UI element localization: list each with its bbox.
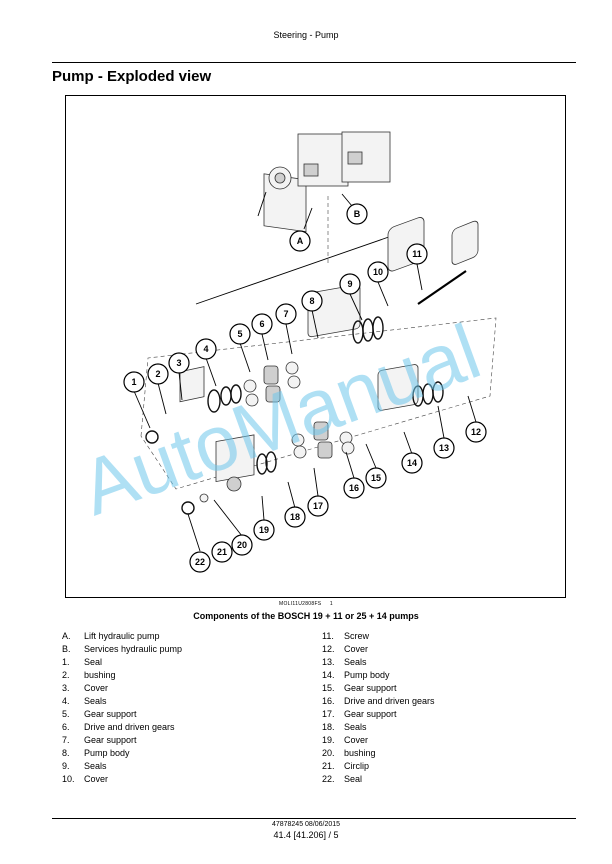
callout-22: 22 <box>189 551 211 573</box>
legend-item: 19.Cover <box>322 735 369 745</box>
legend-item: 5.Gear support <box>62 709 137 719</box>
legend-item: 21.Circlip <box>322 761 370 771</box>
legend-item: 11.Screw <box>322 631 370 641</box>
callout-6: 6 <box>251 313 273 335</box>
watermark-text: AutoManual <box>70 307 491 532</box>
callout-10: 10 <box>367 261 389 283</box>
footer-rule <box>52 818 576 819</box>
svg-text:11: 11 <box>412 249 422 259</box>
svg-text:7: 7 <box>283 309 288 319</box>
legend-item: 22.Seal <box>322 774 363 784</box>
callout-19: 19 <box>253 519 275 541</box>
callout-3: 3 <box>168 352 190 374</box>
callout-9: 9 <box>339 273 361 295</box>
figure-reference: MOLI11U2808FS 1 <box>0 601 612 607</box>
callout-20: 20 <box>231 534 253 556</box>
page-title: Pump - Exploded view <box>52 68 212 85</box>
svg-text:5: 5 <box>237 329 242 339</box>
callout-13: 13 <box>433 437 455 459</box>
legend-item: 2.bushing <box>62 670 116 680</box>
svg-text:13: 13 <box>439 443 449 453</box>
callout-8: 8 <box>301 290 323 312</box>
callout-15: 15 <box>365 467 387 489</box>
svg-text:21: 21 <box>217 547 227 557</box>
legend-item: B.Services hydraulic pump <box>62 644 183 654</box>
callout-7: 7 <box>275 303 297 325</box>
legend-item: 9.Seals <box>62 761 107 771</box>
svg-text:1: 1 <box>131 377 136 387</box>
svg-text:4: 4 <box>203 344 208 354</box>
legend-item: 4.Seals <box>62 696 107 706</box>
callout-14: 14 <box>401 452 423 474</box>
legend-item: 6.Drive and driven gears <box>62 722 175 732</box>
svg-text:9: 9 <box>347 279 352 289</box>
callout-11: 11 <box>406 243 428 265</box>
svg-text:18: 18 <box>290 512 300 522</box>
svg-text:15: 15 <box>371 473 381 483</box>
figure-ref-code: MOLI11U2808FS <box>279 601 322 607</box>
svg-text:16: 16 <box>349 483 359 493</box>
legend-item: 10.Cover <box>62 774 109 784</box>
svg-text:22: 22 <box>195 557 205 567</box>
footer-document-ref: 47878245 08/06/2015 <box>271 821 341 828</box>
svg-text:8: 8 <box>309 296 314 306</box>
svg-text:3: 3 <box>176 358 181 368</box>
callout-17: 17 <box>307 495 329 517</box>
legend-item: 12.Cover <box>322 644 369 654</box>
legend-item: A.Lift hydraulic pump <box>62 631 160 641</box>
callout-5: 5 <box>229 323 251 345</box>
legend-item: 16.Drive and driven gears <box>322 696 435 706</box>
callout-16: 16 <box>343 477 365 499</box>
legend-item: 7.Gear support <box>62 735 137 745</box>
callout-B: B <box>346 203 368 225</box>
svg-text:19: 19 <box>259 525 269 535</box>
callout-A: A <box>289 230 311 252</box>
figure-number: 1 <box>329 601 333 607</box>
exploded-view-drawing: AutoManual A B 1 2 3 4 5 6 7 8 9 10 <box>70 131 497 573</box>
running-header: Steering - Pump <box>273 30 339 40</box>
legend-item: 20.bushing <box>322 748 376 758</box>
exploded-view-figure: AutoManual A B 1 2 3 4 5 6 7 8 9 10 <box>65 95 566 598</box>
assembled-pump-illustration <box>257 131 391 233</box>
legend-left-column: A.Lift hydraulic pump B.Services hydraul… <box>62 630 182 786</box>
header-rule <box>52 62 576 63</box>
callout-2: 2 <box>147 363 169 385</box>
legend-item: 8.Pump body <box>62 748 130 758</box>
legend-item: 15.Gear support <box>322 683 397 693</box>
svg-text:B: B <box>354 209 361 219</box>
legend-item: 14.Pump body <box>322 670 390 680</box>
legend-item: 18.Seals <box>322 722 367 732</box>
callout-12: 12 <box>465 421 487 443</box>
legend-right-column: 11.Screw 12.Cover 13.Seals 14.Pump body … <box>322 630 435 786</box>
svg-text:17: 17 <box>313 501 323 511</box>
legend-item: 3.Cover <box>62 683 109 693</box>
legend-item: 1.Seal <box>62 657 103 667</box>
svg-text:12: 12 <box>471 427 481 437</box>
callout-18: 18 <box>284 506 306 528</box>
callout-21: 21 <box>211 541 233 563</box>
legend-item: 17.Gear support <box>322 709 397 719</box>
callout-4: 4 <box>195 338 217 360</box>
figure-caption: Components of the BOSCH 19 + 11 or 25 + … <box>193 611 419 621</box>
footer-page-ref: 41.4 [41.206] / 5 <box>273 830 339 840</box>
svg-text:A: A <box>297 236 304 246</box>
svg-text:6: 6 <box>259 319 264 329</box>
svg-text:14: 14 <box>407 458 417 468</box>
callout-1: 1 <box>123 371 145 393</box>
svg-text:2: 2 <box>155 369 160 379</box>
legend-item: 13.Seals <box>322 657 367 667</box>
svg-text:20: 20 <box>237 540 247 550</box>
svg-text:10: 10 <box>373 267 383 277</box>
